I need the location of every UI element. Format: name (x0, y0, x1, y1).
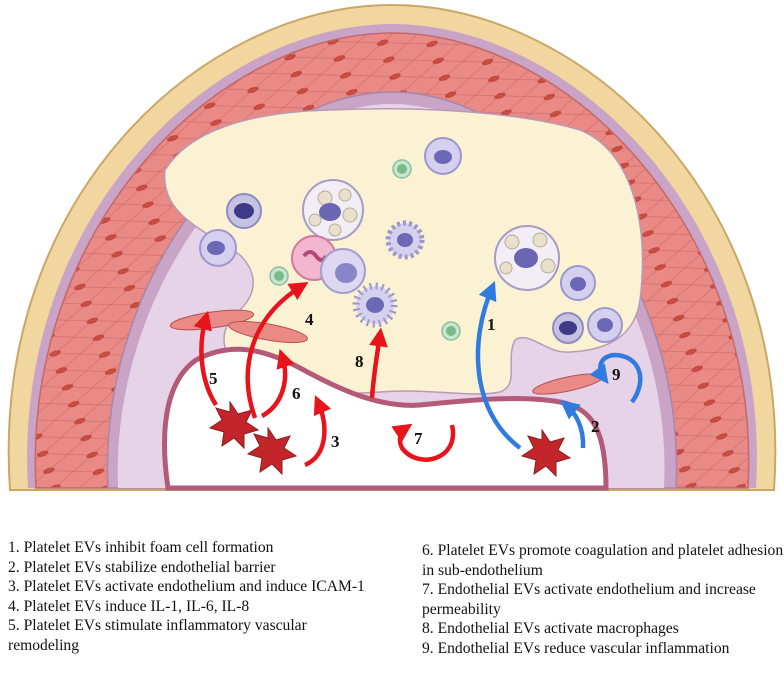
smooth-muscle-cell (228, 320, 308, 344)
activated-macrophage (385, 220, 425, 260)
legend-item-2: 2. Platelet EVs stabilize endothelial ba… (8, 558, 276, 576)
monocyte (552, 312, 584, 344)
legend-item-5: 5. Platelet EVs stimulate inflammatory v… (8, 617, 307, 654)
foam-cell (302, 179, 364, 241)
platelet-cluster (208, 400, 298, 476)
arrow-5-red (193, 310, 218, 407)
arrow-label-6: 6 (292, 384, 301, 403)
legend-item-6: 6. Platelet EVs promote coagulation and … (422, 542, 784, 579)
macrophage (587, 307, 623, 343)
legend-item-4: 4. Platelet EVs induce IL-1, IL-6, IL-8 (8, 597, 250, 615)
arrow-label-4: 4 (305, 310, 314, 329)
lymphocyte (320, 248, 366, 294)
activated-macrophage (352, 282, 398, 328)
small-green-cell (441, 321, 461, 341)
atherosclerosis-diagram: 1 2 3 4 5 6 7 8 9 (7, 3, 777, 491)
arrow-label-5: 5 (209, 369, 218, 388)
platelet (520, 428, 572, 478)
arrow-label-9: 9 (612, 365, 621, 384)
arrow-4-red (245, 282, 309, 419)
foam-cell (494, 225, 560, 291)
arrow-3-red (303, 395, 332, 468)
arrow-label-7: 7 (414, 429, 423, 448)
legend-item-8: 8. Endothelial EVs activate macrophages (422, 620, 679, 637)
macrophage (199, 229, 237, 267)
small-green-cell (392, 159, 412, 179)
legend-left-column: 1. Platelet EVs inhibit foam cell format… (8, 538, 368, 655)
monocyte (226, 193, 262, 229)
arrow-6-red (260, 348, 295, 418)
arrow-label-1: 1 (487, 315, 496, 334)
small-green-cell (269, 266, 289, 286)
arrow-7-red (391, 423, 456, 462)
legend-right-column: 6. Platelet EVs promote coagulation and … (422, 541, 784, 658)
arrow-label-8: 8 (355, 352, 364, 371)
legend-item-3: 3. Platelet EVs activate endothelium and… (8, 578, 365, 595)
arrow-label-3: 3 (331, 432, 340, 451)
arrow-1-blue (475, 281, 522, 450)
legend-item-7: 7. Endothelial EVs activate endothelium … (422, 581, 756, 618)
legend-item-9: 9. Endothelial EVs reduce vascular infla… (422, 639, 730, 657)
macrophage (560, 265, 596, 301)
arrow-label-2: 2 (591, 417, 600, 436)
legend-item-1: 1. Platelet EVs inhibit foam cell format… (8, 539, 274, 556)
macrophage (424, 137, 462, 175)
arrow-9-blue (589, 352, 643, 404)
arrow-8-red (369, 327, 388, 399)
arrow-2-blue (560, 400, 586, 449)
